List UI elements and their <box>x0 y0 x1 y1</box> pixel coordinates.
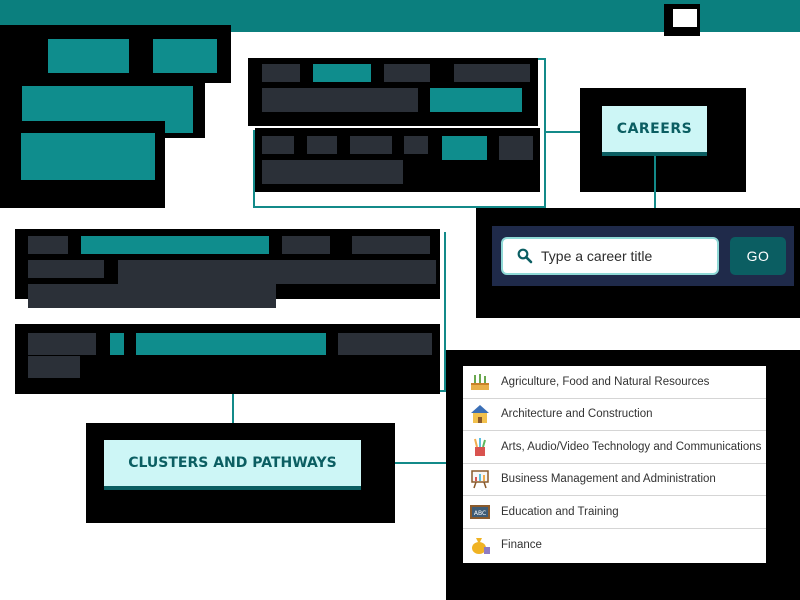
cluster-item-business[interactable]: Business Management and Administration <box>463 464 766 496</box>
money-bag-icon <box>472 537 490 554</box>
svg-text:ABC: ABC <box>474 510 486 517</box>
redacted-text <box>262 136 294 154</box>
cluster-item-label: Finance <box>501 538 542 551</box>
cluster-item-architecture[interactable]: Architecture and Construction <box>463 399 766 431</box>
connector-line <box>253 206 546 208</box>
header-button-icon <box>673 9 697 27</box>
redacted-highlight <box>48 39 129 73</box>
redacted-highlight <box>430 88 522 112</box>
careers-button[interactable]: CAREERS <box>602 106 707 156</box>
redacted-highlight <box>442 136 487 160</box>
cluster-item-education[interactable]: ABC Education and Training <box>463 496 766 529</box>
redacted-text <box>262 64 300 82</box>
connector-line <box>444 232 446 392</box>
redacted-text <box>350 136 392 154</box>
cluster-item-label: Education and Training <box>501 505 619 518</box>
redacted-text <box>454 64 530 82</box>
redacted-text <box>404 136 428 154</box>
search-icon <box>517 248 533 264</box>
cluster-item-label: Architecture and Construction <box>501 408 653 421</box>
search-field[interactable] <box>501 237 719 275</box>
redacted-text <box>352 236 430 254</box>
connector-line <box>544 58 546 208</box>
connector-line <box>395 462 449 464</box>
redacted-highlight <box>21 133 155 180</box>
cluster-item-label: Agriculture, Food and Natural Resources <box>501 375 710 388</box>
connector-line <box>253 130 255 208</box>
clusters-list: Agriculture, Food and Natural Resources … <box>463 366 766 563</box>
presentation-icon <box>471 470 489 489</box>
redacted-block <box>576 590 656 600</box>
cluster-item-label: Business Management and Administration <box>501 473 716 486</box>
connector-line <box>232 391 234 431</box>
redacted-text <box>384 64 430 82</box>
cluster-item-agriculture[interactable]: Agriculture, Food and Natural Resources <box>463 366 766 399</box>
chalkboard-icon: ABC <box>470 504 490 519</box>
agriculture-icon <box>471 373 489 390</box>
cluster-item-arts[interactable]: Arts, Audio/Video Technology and Communi… <box>463 431 766 464</box>
redacted-text <box>307 136 337 154</box>
redacted-text <box>28 356 80 378</box>
house-icon <box>471 405 489 424</box>
clusters-and-pathways-button[interactable]: CLUSTERS AND PATHWAYS <box>104 440 361 490</box>
cluster-item-label: Arts, Audio/Video Technology and Communi… <box>501 440 762 453</box>
redacted-text <box>338 333 432 355</box>
redacted-highlight <box>313 64 371 82</box>
cluster-item-finance[interactable]: Finance <box>463 529 766 562</box>
redacted-highlight <box>81 236 269 254</box>
arts-icon <box>474 437 486 456</box>
redacted-highlight <box>110 333 124 355</box>
go-button[interactable]: GO <box>730 237 786 275</box>
connector-line <box>654 156 656 216</box>
connector-line <box>544 131 592 133</box>
redacted-highlight <box>136 333 326 355</box>
redacted-text <box>262 88 418 112</box>
redacted-text <box>282 236 330 254</box>
redacted-text <box>28 333 96 355</box>
redacted-text <box>28 236 68 254</box>
redacted-text <box>28 284 276 308</box>
redacted-text <box>118 260 436 284</box>
redacted-text <box>499 136 533 160</box>
redacted-highlight <box>153 39 217 73</box>
redacted-text <box>262 160 403 184</box>
redacted-text <box>28 260 104 278</box>
search-input[interactable] <box>541 248 711 264</box>
